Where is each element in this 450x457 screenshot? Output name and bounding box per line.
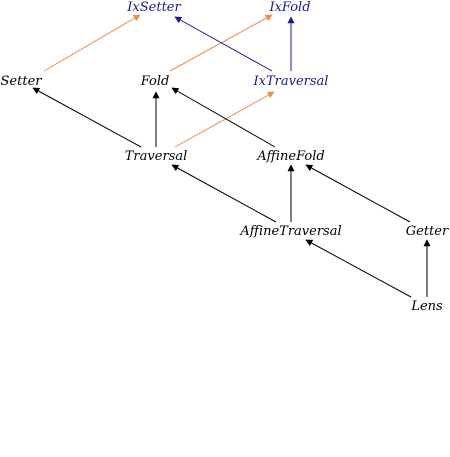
node-fold: Fold bbox=[140, 74, 170, 89]
node-setter: Setter bbox=[1, 74, 43, 89]
nodes-layer: IxSetter IxFold Setter Fold IxTraversal … bbox=[1, 0, 449, 314]
node-ixsetter: IxSetter bbox=[126, 0, 181, 15]
node-lens: Lens bbox=[410, 299, 443, 314]
node-getter: Getter bbox=[406, 224, 449, 239]
edge-affinefold-to-fold bbox=[171, 87, 276, 148]
edge-lens-to-affinetraversal bbox=[305, 239, 412, 298]
node-affinetraversal: AffineTraversal bbox=[239, 224, 341, 239]
node-ixtraversal: IxTraversal bbox=[253, 74, 329, 89]
node-affinefold: AffineFold bbox=[256, 149, 324, 164]
edge-traversal-to-ixtraversal bbox=[174, 91, 275, 148]
edge-traversal-to-setter bbox=[32, 87, 142, 148]
edge-ixtraversal-to-ixsetter bbox=[174, 16, 273, 72]
edge-affinetraversal-to-traversal bbox=[171, 164, 277, 223]
edge-getter-to-affinefold bbox=[305, 164, 411, 223]
edge-setter-to-ixsetter bbox=[43, 14, 141, 72]
node-traversal: Traversal bbox=[125, 149, 187, 164]
edges-layer bbox=[32, 14, 431, 298]
node-ixfold: IxFold bbox=[268, 0, 310, 15]
